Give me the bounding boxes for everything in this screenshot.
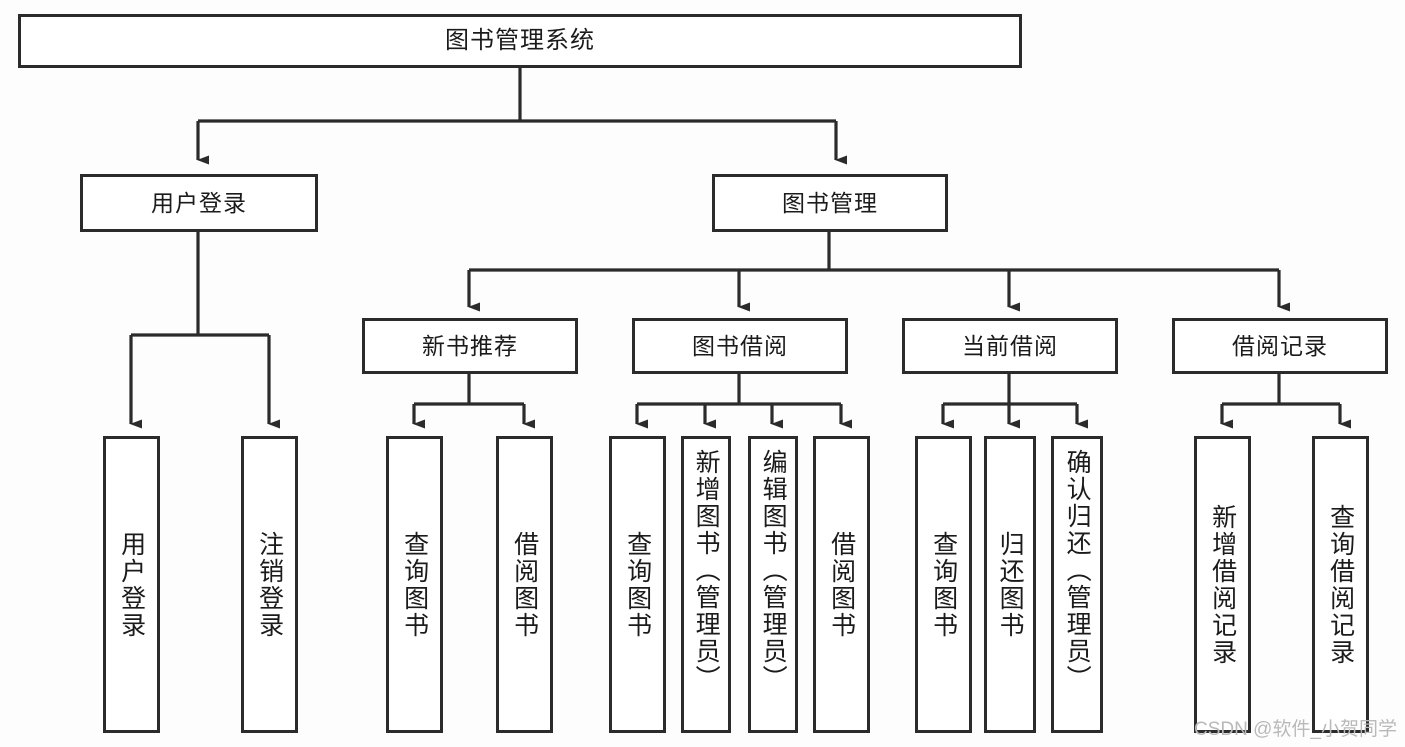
node-label: 新增图书（管理员） [692, 449, 721, 692]
node-label: 借阅图书 [510, 530, 539, 639]
node-label: 确认归还（管理员） [1063, 449, 1092, 692]
node-label: 用户登录 [117, 530, 146, 639]
csdn-watermark: CSDN @软件_小贺同学 [1194, 719, 1397, 740]
node-label: 注销登录 [255, 530, 284, 639]
leaf-query-book-borrow[interactable]: 查询图书 [609, 436, 666, 733]
leaf-query-book-current[interactable]: 查询图书 [915, 436, 972, 733]
leaf-add-book-admin[interactable]: 新增图书（管理员） [681, 436, 731, 733]
leaf-return-book[interactable]: 归还图书 [984, 436, 1036, 733]
leaf-borrow-book-recommend[interactable]: 借阅图书 [496, 436, 553, 733]
node-new-book-recommend[interactable]: 新书推荐 [362, 318, 578, 374]
node-label: 查询借阅记录 [1326, 503, 1355, 666]
node-label: 借阅记录 [1232, 332, 1328, 359]
node-current-borrow[interactable]: 当前借阅 [902, 318, 1118, 374]
node-label: 编辑图书（管理员） [759, 449, 788, 692]
node-label: 图书管理 [782, 189, 878, 216]
leaf-edit-book-admin[interactable]: 编辑图书（管理员） [748, 436, 798, 733]
leaf-query-book-recommend[interactable]: 查询图书 [386, 436, 443, 733]
leaf-confirm-return-admin[interactable]: 确认归还（管理员） [1051, 436, 1103, 733]
leaf-user-logout[interactable]: 注销登录 [241, 436, 298, 733]
node-label: 归还图书 [996, 530, 1025, 639]
node-label: 图书借阅 [692, 332, 788, 359]
node-label: 查询图书 [400, 530, 429, 639]
node-label: 查询图书 [929, 530, 958, 639]
node-user-login[interactable]: 用户登录 [80, 174, 318, 232]
node-label: 用户登录 [151, 189, 247, 216]
leaf-user-login[interactable]: 用户登录 [103, 436, 160, 733]
node-label: 图书管理系统 [445, 27, 595, 55]
leaf-query-borrow-record[interactable]: 查询借阅记录 [1312, 436, 1369, 733]
node-label: 当前借阅 [962, 332, 1058, 359]
leaf-add-borrow-record[interactable]: 新增借阅记录 [1194, 436, 1251, 733]
node-label: 新书推荐 [422, 332, 518, 359]
node-label: 借阅图书 [827, 530, 856, 639]
node-borrow-records[interactable]: 借阅记录 [1172, 318, 1388, 374]
node-book-borrow[interactable]: 图书借阅 [632, 318, 848, 374]
leaf-borrow-book[interactable]: 借阅图书 [813, 436, 870, 733]
node-label: 查询图书 [623, 530, 652, 639]
node-label: 新增借阅记录 [1208, 503, 1237, 666]
node-root-book-management-system[interactable]: 图书管理系统 [18, 14, 1022, 68]
node-book-management[interactable]: 图书管理 [712, 174, 948, 232]
